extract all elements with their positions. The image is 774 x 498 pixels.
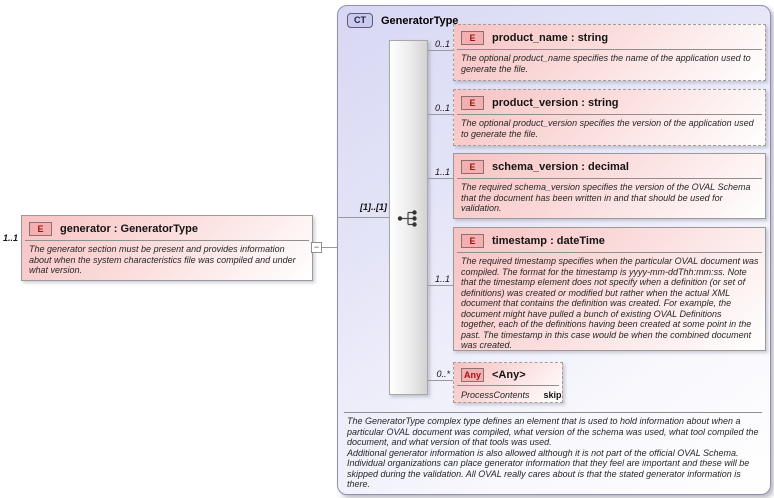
divider xyxy=(457,252,762,253)
complex-type-title: GeneratorType xyxy=(381,14,459,27)
element-header: E product_version : string xyxy=(454,90,765,114)
element-doc: The optional product_name specifies the … xyxy=(461,53,751,74)
element-box-timestamp[interactable]: E timestamp : dateTime The required time… xyxy=(453,227,766,351)
generator-cardinality: 1..1 xyxy=(2,233,18,243)
element-badge-icon: E xyxy=(461,234,484,248)
collapse-toggle-icon[interactable]: − xyxy=(311,242,322,253)
generator-element-header: E generator : GeneratorType xyxy=(22,216,312,240)
child-cardinality: 0..1 xyxy=(434,39,450,49)
connector-line xyxy=(428,380,453,381)
complex-type-doc: The GeneratorType complex type defines a… xyxy=(347,416,759,490)
element-doc: The optional product_version specifies t… xyxy=(461,118,754,139)
element-box-product-version[interactable]: E product_version : string The optional … xyxy=(453,89,766,146)
element-header: Any <Any> xyxy=(454,363,562,385)
divider xyxy=(457,178,762,179)
process-contents-row: ProcessContents skip xyxy=(454,386,562,404)
complex-type-badge-icon: CT xyxy=(347,13,373,28)
process-contents-value: skip xyxy=(543,390,562,400)
element-title: <Any> xyxy=(492,369,526,381)
element-badge-icon: E xyxy=(461,96,484,110)
element-box-schema-version[interactable]: E schema_version : decimal The required … xyxy=(453,153,766,219)
element-badge-icon: E xyxy=(29,222,52,236)
element-box-product-name[interactable]: E product_name : string The optional pro… xyxy=(453,24,766,81)
element-doc: The required timestamp specifies when th… xyxy=(461,256,759,351)
element-badge-icon: E xyxy=(461,160,484,174)
element-doc: The required schema_version specifies th… xyxy=(461,182,751,214)
divider xyxy=(344,412,762,413)
element-title: schema_version : decimal xyxy=(492,161,629,173)
element-header: E schema_version : decimal xyxy=(454,154,765,178)
generator-element-title: generator : GeneratorType xyxy=(60,223,198,235)
divider xyxy=(457,385,559,386)
sequence-compositor-bar[interactable] xyxy=(389,40,428,395)
connector-line xyxy=(313,247,338,248)
any-badge-icon: Any xyxy=(461,368,484,382)
element-header: E product_name : string xyxy=(454,25,765,49)
element-title: product_name : string xyxy=(492,32,609,44)
generator-element-doc: The generator section must be present an… xyxy=(29,244,296,276)
child-cardinality: 1..1 xyxy=(434,167,450,177)
connector-line xyxy=(428,285,453,286)
connector-line xyxy=(428,178,453,179)
connector-line xyxy=(428,50,453,51)
connector-line xyxy=(428,114,453,115)
element-header: E timestamp : dateTime xyxy=(454,228,765,252)
child-cardinality: 0..1 xyxy=(434,103,450,113)
divider xyxy=(457,114,762,115)
element-title: product_version : string xyxy=(492,97,619,109)
element-box-any[interactable]: Any <Any> ProcessContents skip xyxy=(453,362,563,403)
divider xyxy=(25,240,309,241)
complex-type-header: CT GeneratorType xyxy=(347,13,458,28)
divider xyxy=(457,49,762,50)
generator-element-box[interactable]: E generator : GeneratorType The generato… xyxy=(21,215,313,281)
connector-line xyxy=(338,217,389,218)
element-title: timestamp : dateTime xyxy=(492,235,605,247)
process-contents-label: ProcessContents xyxy=(461,390,530,400)
sequence-icon xyxy=(397,210,417,227)
child-cardinality: 0..* xyxy=(436,369,450,379)
child-cardinality: 1..1 xyxy=(434,274,450,284)
sequence-cardinality: [1]..[1] xyxy=(360,202,387,212)
element-badge-icon: E xyxy=(461,31,484,45)
